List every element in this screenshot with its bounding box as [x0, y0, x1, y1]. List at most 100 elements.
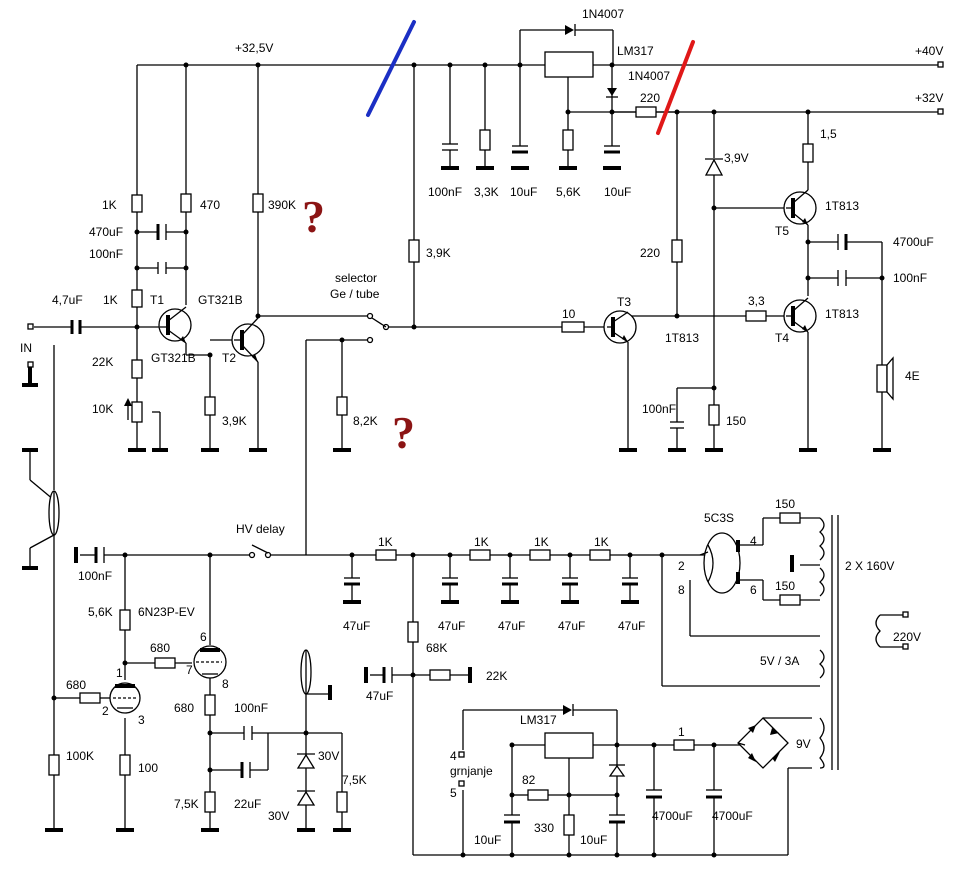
resistor-8-2k	[336, 396, 348, 416]
zener-30v-a	[296, 753, 316, 769]
label-pin2: 2	[102, 704, 109, 718]
label-pin1: 1	[116, 666, 123, 680]
label-470: 470	[200, 198, 220, 212]
resistor-1-bot	[673, 739, 695, 751]
label-t2: T2	[222, 351, 236, 365]
label-47uf-4: 47uF	[558, 619, 585, 633]
label-22k: 22K	[92, 355, 113, 369]
blue-cut-mark	[366, 20, 416, 117]
resistor-220-mid	[671, 239, 683, 263]
label-82: 82	[522, 773, 536, 787]
winding-hv-bot	[819, 567, 825, 597]
label-220v: 220V	[893, 630, 921, 644]
bridge-rectifier	[737, 717, 789, 769]
label-4e: 4E	[905, 369, 920, 383]
resistor-7-5k-a	[204, 791, 216, 813]
label-100nf-in: 100nF	[78, 569, 112, 583]
label-8-2k: 8,2K	[353, 414, 378, 428]
label-1t813-t4: 1T813	[825, 307, 859, 321]
label-47uf-2: 47uF	[438, 619, 465, 633]
label-150-t3: 150	[726, 414, 746, 428]
hv-delay-switch	[251, 544, 269, 554]
resistor-150-b	[779, 594, 801, 606]
tubes	[109, 532, 741, 714]
shielded-cables	[48, 490, 330, 695]
capacitors	[70, 143, 848, 824]
grounds	[22, 166, 891, 832]
label-220-top: 220	[640, 91, 660, 105]
label-1-5: 1,5	[820, 127, 837, 141]
label-22uf: 22uF	[234, 797, 261, 811]
wires-top	[34, 29, 940, 555]
label-gt321b-t2: GT321B	[198, 293, 243, 307]
label-150-b: 150	[775, 579, 795, 593]
label-lm317-bot: LM317	[520, 713, 557, 727]
label-220-mid: 220	[640, 246, 660, 260]
resistor-22k-hv	[429, 669, 451, 681]
resistor-680-grid	[154, 657, 176, 669]
label-47uf-6: 47uF	[366, 689, 393, 703]
label-10uf-d: 10uF	[580, 833, 607, 847]
label-rect-pin8: 8	[678, 583, 685, 597]
label-2x160v: 2 X 160V	[845, 559, 894, 573]
diode-bot-reg	[563, 705, 572, 715]
resistor-5-6k	[562, 129, 574, 151]
label-1n4007-top: 1N4007	[582, 7, 624, 21]
label-t4: T4	[775, 331, 789, 345]
question-mark-top: ?	[302, 191, 325, 242]
label-47uf-1: 47uF	[343, 619, 370, 633]
label-5c3s: 5C3S	[704, 511, 734, 525]
diode-bot-side	[608, 764, 626, 777]
label-30v-a: 30V	[318, 749, 339, 763]
label-1t813-t5: 1T813	[825, 199, 859, 213]
label-390k: 390K	[268, 198, 296, 212]
label-1k-hv3: 1K	[534, 535, 549, 549]
resistor-470	[180, 193, 192, 213]
label-1n4007-side: 1N4007	[628, 69, 670, 83]
winding-9v	[819, 717, 825, 769]
label-ge-tube: Ge / tube	[330, 287, 380, 301]
speaker	[876, 356, 894, 401]
label-lm317-top: LM317	[617, 44, 654, 58]
label-10: 10	[562, 307, 576, 321]
label-selector: selector	[335, 271, 377, 285]
label-3-9v: 3,9V	[724, 151, 749, 165]
label-9v: 9V	[796, 737, 811, 751]
text-labels: +32,5V +40V +32V 1N4007 LM317 1N4007 220…	[20, 7, 943, 847]
label-4700uf-out: 4700uF	[893, 235, 934, 249]
resistors	[48, 106, 814, 836]
triode-right	[193, 645, 227, 679]
resistor-7-5k-b	[336, 791, 348, 813]
resistor-1k-hv2	[469, 549, 491, 561]
label-1k-hv1: 1K	[378, 535, 393, 549]
resistor-150-a	[779, 512, 801, 524]
transformer	[790, 515, 905, 770]
label-t3: T3	[617, 295, 631, 309]
resistor-1k-hv4	[589, 549, 611, 561]
question-mark-bottom: ?	[392, 407, 415, 458]
resistor-3-9k-sel	[408, 239, 420, 263]
label-7-5k-b: 7,5K	[342, 773, 367, 787]
label-gt321b-t1: GT321B	[151, 351, 196, 365]
resistor-1k-base	[131, 289, 143, 308]
label-1-bot: 1	[678, 725, 685, 739]
label-47uf-3: 47uF	[498, 619, 525, 633]
resistor-1k-t1	[131, 194, 143, 213]
label-100: 100	[138, 761, 158, 775]
diode-1n4007-side	[607, 88, 617, 96]
resistor-330	[563, 814, 575, 836]
label-100nf-out: 100nF	[893, 271, 927, 285]
resistor-680-in	[79, 692, 101, 704]
label-1k-base: 1K	[103, 293, 118, 307]
label-pin8: 8	[222, 677, 229, 691]
label-pin7: 7	[186, 663, 193, 677]
transistor-t3	[603, 310, 637, 344]
winding-heater	[819, 649, 825, 679]
pot-10k	[131, 401, 143, 423]
transistor-t1	[158, 306, 192, 344]
label-680-in: 680	[66, 678, 86, 692]
resistor-220-top	[635, 106, 657, 118]
label-30v-b: 30V	[268, 809, 289, 823]
label-5-6k-tube: 5,6K	[88, 605, 113, 619]
